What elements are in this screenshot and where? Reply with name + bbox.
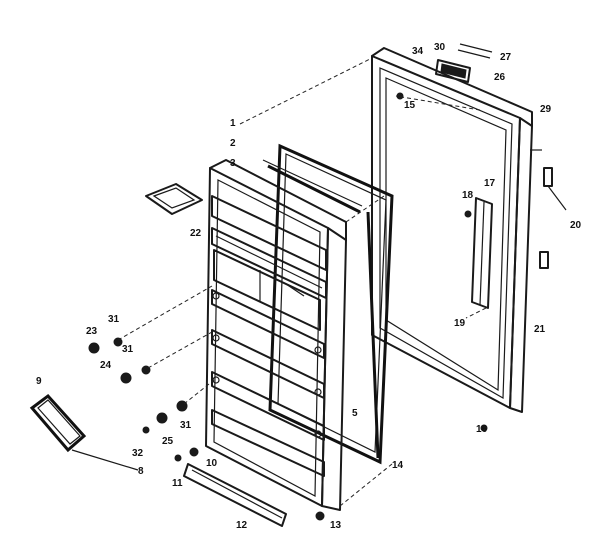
callout-1: 1 (230, 118, 236, 129)
callout-27: 27 (500, 52, 512, 63)
callout-5: 5 (352, 408, 358, 419)
callout-14: 14 (392, 460, 404, 471)
door-bin (29, 393, 139, 471)
callout-2: 2 (230, 138, 236, 149)
hardware-parts (88, 92, 488, 521)
callout-21: 21 (534, 324, 546, 335)
callout-3: 3 (230, 158, 236, 169)
callout-11: 11 (172, 478, 183, 489)
leader-lines (117, 57, 487, 507)
callout-30: 30 (434, 42, 446, 53)
outer-door-panel (371, 47, 533, 413)
callout-22: 22 (190, 228, 202, 239)
callout-9: 9 (36, 376, 42, 387)
callout-8: 8 (138, 466, 144, 477)
callout-25: 25 (162, 436, 174, 447)
callout-24: 24 (100, 360, 112, 371)
hinge-parts (530, 149, 567, 269)
callout-10: 10 (206, 458, 218, 469)
door-gasket (262, 143, 394, 465)
door-handle (471, 197, 493, 309)
callout-31b: 31 (122, 344, 134, 355)
inner-door-liner (205, 159, 347, 511)
callout-18: 18 (462, 190, 474, 201)
callout-23: 23 (86, 326, 98, 337)
callout-labels: 1 2 3 22 31 23 31 24 9 31 25 32 8 10 11 … (36, 42, 582, 531)
callout-13: 13 (330, 520, 342, 531)
callout-12: 12 (236, 520, 248, 531)
callout-19: 19 (454, 318, 466, 329)
callout-16: 16 (476, 424, 488, 435)
callout-31a: 31 (108, 314, 120, 325)
callout-32: 32 (132, 448, 144, 459)
callout-15: 15 (404, 100, 416, 111)
callout-17: 17 (484, 178, 496, 189)
callout-31c: 31 (180, 420, 192, 431)
butter-tray (145, 183, 203, 215)
callout-26: 26 (494, 72, 506, 83)
callout-29: 29 (540, 104, 552, 115)
callout-34: 34 (412, 46, 424, 57)
top-cap-part (435, 43, 493, 83)
callout-20: 20 (570, 220, 582, 231)
bottom-trim (183, 463, 287, 527)
